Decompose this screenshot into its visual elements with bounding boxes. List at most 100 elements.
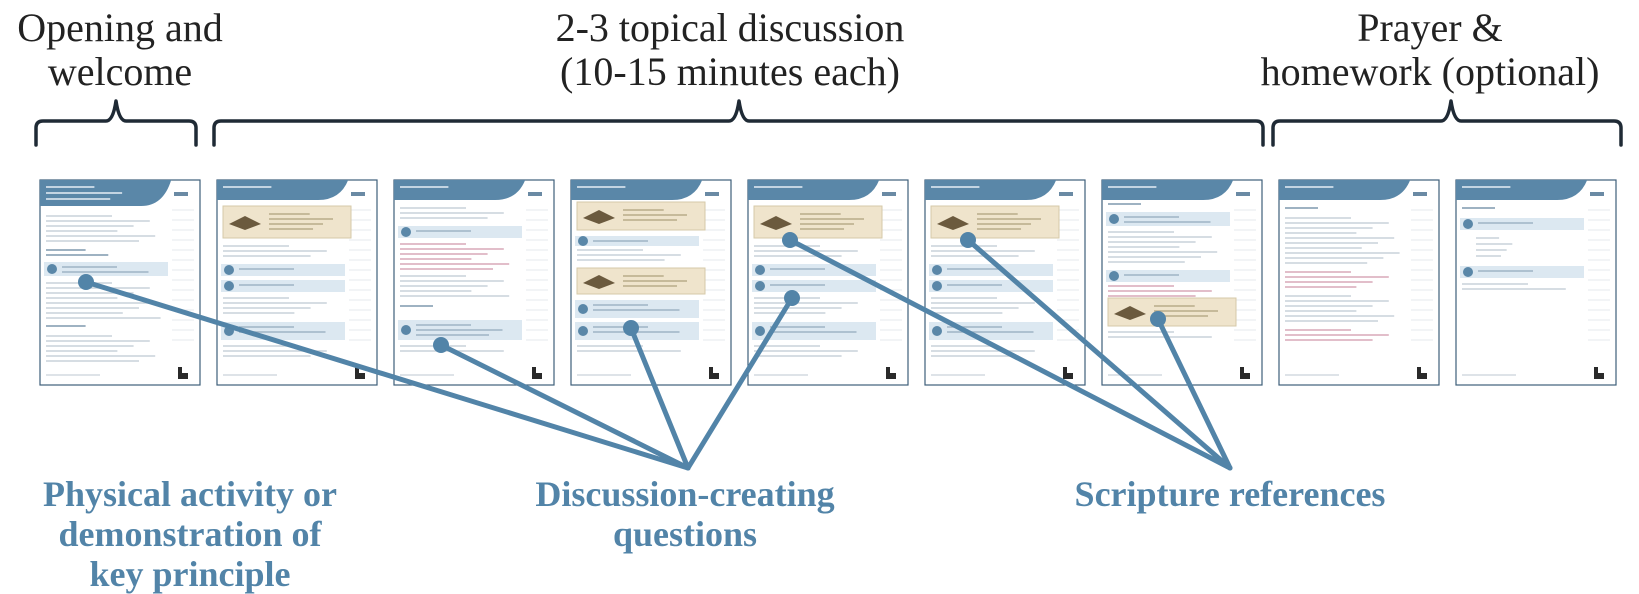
dot-disc-1 xyxy=(433,337,449,353)
page-logo xyxy=(1594,367,1604,379)
bible-icon xyxy=(760,216,792,230)
callout-scripture-references: Scripture references xyxy=(1050,474,1410,514)
dot-disc-3 xyxy=(784,290,800,306)
page-logo xyxy=(178,367,188,379)
brace-opening xyxy=(34,99,198,147)
question-block xyxy=(752,280,876,292)
page-header-band xyxy=(217,180,349,200)
header-opening-line1: Opening and xyxy=(17,5,223,50)
header-topical-line2: (10-15 minutes each) xyxy=(560,49,900,94)
question-block xyxy=(44,262,168,276)
page-header-band xyxy=(1102,180,1234,200)
page-logo xyxy=(709,367,719,379)
question-bullet xyxy=(755,281,765,291)
callout-discussion-line2: questions xyxy=(612,514,758,554)
question-block xyxy=(929,322,1053,340)
question-bullet xyxy=(1463,267,1473,277)
connector-disc-2 xyxy=(628,325,691,471)
page-header-band xyxy=(1279,180,1411,200)
connector-lines xyxy=(83,237,1233,471)
question-bullet xyxy=(1109,214,1119,224)
question-bullet xyxy=(932,265,942,275)
dot-disc-2 xyxy=(623,320,639,336)
lesson-page-4 xyxy=(570,179,732,386)
bible-icon xyxy=(1114,306,1146,320)
question-bullet xyxy=(401,227,411,237)
question-block xyxy=(221,264,345,276)
header-prayer-line2: homework (optional) xyxy=(1260,49,1600,94)
dot-physical xyxy=(78,274,94,290)
connector-scrip-3 xyxy=(1155,316,1233,471)
question-block xyxy=(929,264,1053,276)
page-logo xyxy=(355,367,365,379)
dot-scrip-3 xyxy=(1150,311,1166,327)
question-block xyxy=(1460,218,1584,230)
callout-discussion-line1: Discussion-creating xyxy=(535,474,835,514)
lesson-page-1 xyxy=(39,179,201,386)
lesson-page-6 xyxy=(924,179,1086,386)
lesson-page-8 xyxy=(1278,179,1440,386)
lesson-page-2 xyxy=(216,179,378,386)
page-logo xyxy=(886,367,896,379)
page-logo xyxy=(1417,367,1427,379)
header-prayer-line1: Prayer & xyxy=(1357,5,1503,50)
question-bullet xyxy=(578,236,588,246)
page-header-band xyxy=(1456,180,1588,200)
page-logo xyxy=(1063,367,1073,379)
question-bullet xyxy=(755,265,765,275)
connector-scrip-1 xyxy=(787,237,1233,471)
dot-scrip-1 xyxy=(782,232,798,248)
dot-scrip-2 xyxy=(960,232,976,248)
page-header-band xyxy=(571,180,703,200)
header-opening-welcome: Opening and welcome xyxy=(0,6,240,94)
question-block xyxy=(1106,270,1230,282)
question-block xyxy=(575,300,699,318)
lesson-page-7 xyxy=(1101,179,1263,386)
question-bullet xyxy=(1109,271,1119,281)
connector-scrip-2 xyxy=(965,237,1233,471)
callout-physical-line2: demonstration of xyxy=(58,514,322,554)
question-block xyxy=(221,280,345,292)
lesson-page-3 xyxy=(393,179,555,386)
question-block xyxy=(1460,266,1584,278)
question-bullet xyxy=(755,326,765,336)
page-header-band xyxy=(924,180,1057,200)
lesson-page-9 xyxy=(1455,179,1617,386)
lesson-page-5 xyxy=(747,179,909,386)
bible-icon xyxy=(583,275,615,289)
question-block xyxy=(398,226,522,238)
connector-disc-3 xyxy=(685,295,795,471)
lesson-pages xyxy=(39,179,1617,386)
header-topical-discussion: 2-3 topical discussion (10-15 minutes ea… xyxy=(480,6,980,94)
question-bullet xyxy=(932,326,942,336)
question-bullet xyxy=(578,304,588,314)
page-header-band xyxy=(748,180,880,200)
connector-disc-1 xyxy=(438,342,691,471)
brace-prayer xyxy=(1271,99,1623,147)
page-logo xyxy=(1240,367,1250,379)
connector-dots xyxy=(78,232,1166,353)
question-bullet xyxy=(47,264,57,274)
question-bullet xyxy=(932,281,942,291)
page-logo xyxy=(532,367,542,379)
header-opening-line2: welcome xyxy=(47,49,193,94)
connector-physical xyxy=(83,279,691,471)
question-bullet xyxy=(401,325,411,335)
bible-icon xyxy=(229,216,261,230)
header-topical-line1: 2-3 topical discussion xyxy=(555,5,905,50)
bible-icon xyxy=(937,216,969,230)
question-block xyxy=(1106,212,1230,226)
callout-physical-line1: Physical activity or xyxy=(43,474,337,514)
callout-physical-line3: key principle xyxy=(89,554,291,594)
bible-icon xyxy=(583,210,615,224)
callout-discussion-questions: Discussion-creating questions xyxy=(520,474,850,554)
question-bullet xyxy=(578,326,588,336)
page-header-band xyxy=(394,180,526,200)
question-bullet xyxy=(1463,219,1473,229)
question-bullet xyxy=(224,281,234,291)
question-bullet xyxy=(224,265,234,275)
callout-scripture-line1: Scripture references xyxy=(1074,474,1386,514)
callout-physical-activity: Physical activity or demonstration of ke… xyxy=(20,474,360,594)
brace-topical xyxy=(212,99,1265,147)
